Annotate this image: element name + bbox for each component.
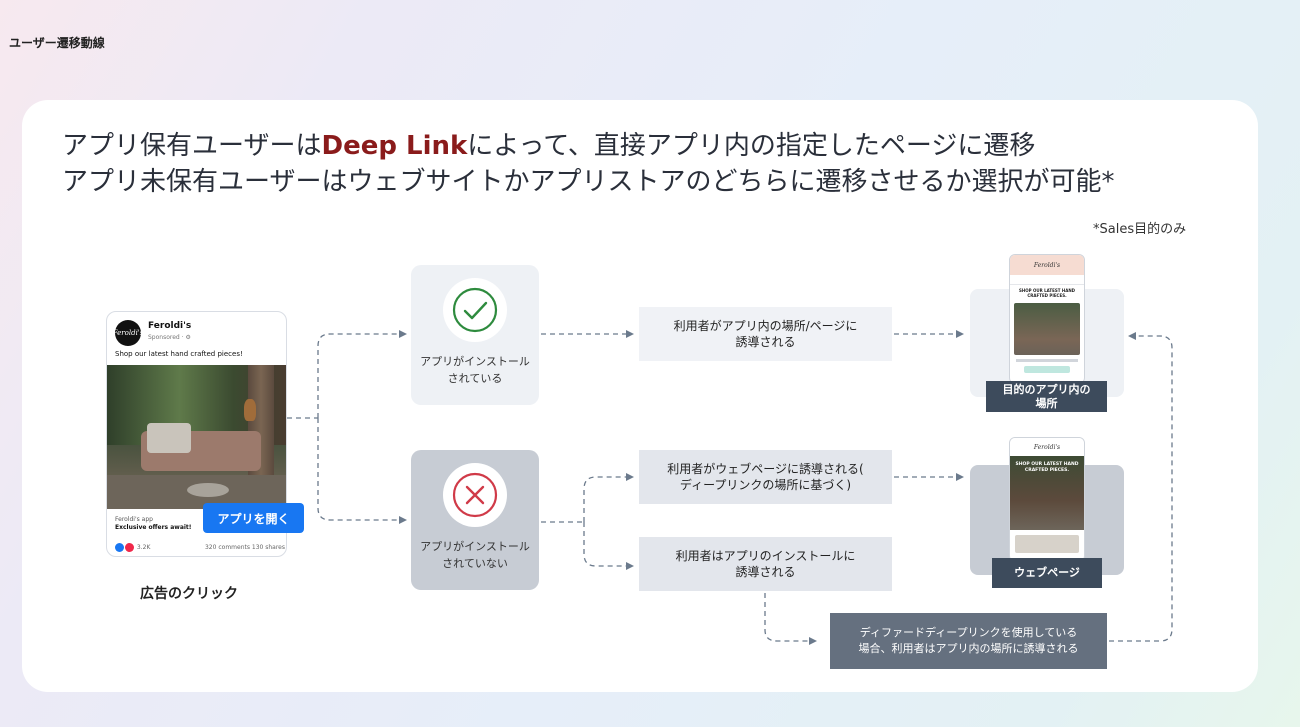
ad-caption: Shop our latest hand crafted pieces! <box>115 350 243 358</box>
page-label: ユーザー遷移動線 <box>9 36 105 50</box>
web-screen-mockup: Feroldi's SHOP OUR LATEST HAND CRAFTED P… <box>1009 437 1085 562</box>
facebook-ad-preview: Feroldi's Feroldi's Sponsored · ⚙ Shop o… <box>106 311 287 557</box>
connector-to-installed <box>317 330 407 418</box>
deep-link-accent: Deep Link <box>321 131 468 161</box>
connector-m4-to-app <box>1109 332 1173 642</box>
connector-m3-to-m4 <box>764 593 817 645</box>
photo-vase <box>244 399 256 421</box>
app-screen-mockup: Feroldi's SHOP OUR LATEST HAND CRAFTED P… <box>1009 254 1085 384</box>
app-not-installed-box: アプリがインストールされていない <box>411 450 539 590</box>
message-deferred-deeplink: ディファードディープリンクを使用している場合、利用者はアプリ内の場所に誘導される <box>830 613 1107 669</box>
installed-text: アプリがインストールされている <box>420 355 530 385</box>
open-app-button[interactable]: アプリを開く <box>203 503 304 533</box>
message-app-location: 利用者がアプリ内の場所/ページに誘導される <box>639 307 892 361</box>
app-screen-tabs <box>1010 275 1084 285</box>
heart-icon <box>125 543 134 552</box>
app-installed-box: アプリがインストールされている <box>411 265 539 405</box>
app-screen-brand: Feroldi's <box>1010 255 1084 275</box>
brand-avatar: Feroldi's <box>113 320 143 346</box>
web-screen-more <box>1015 535 1079 553</box>
message-app-install: 利用者はアプリのインストールに誘導される <box>639 537 892 591</box>
app-screen-shop-button <box>1024 366 1070 373</box>
web-screen-brand: Feroldi's <box>1010 438 1084 456</box>
app-destination-label: 目的のアプリ内の場所 <box>986 381 1107 412</box>
photo-throw <box>147 423 191 453</box>
message-webpage-text: 利用者がウェブページに誘導される(ディープリンクの場所に基づく) <box>667 462 864 492</box>
photo-stool <box>187 483 229 497</box>
message-app-install-text: 利用者はアプリのインストールに誘導される <box>675 549 856 579</box>
cross-icon <box>452 472 498 518</box>
ad-sponsored-label: Sponsored · ⚙ <box>148 334 191 341</box>
message-app-location-text: 利用者がアプリ内の場所/ページに誘導される <box>673 319 858 349</box>
ad-product-photo <box>107 365 286 509</box>
reactions: 3.2K <box>115 543 150 552</box>
web-destination-label: ウェブページ <box>992 558 1102 588</box>
ad-brand-name: Feroldi's <box>148 321 192 331</box>
footnote: *Sales目的のみ <box>1093 222 1187 237</box>
not-installed-badge <box>443 463 507 527</box>
ad-click-label: 広告のクリック <box>140 586 238 602</box>
headline-line-2: アプリ未保有ユーザーはウェブサイトかアプリストアのどちらに遷移させるか選択が可能… <box>62 167 1115 197</box>
ad-footer-offer: Exclusive offers await! <box>115 524 192 531</box>
ad-engagement-stats: 3.2K 320 comments 130 shares <box>115 543 285 552</box>
check-icon <box>452 287 498 333</box>
connector-to-m3 <box>583 522 634 570</box>
app-screen-image <box>1014 303 1080 355</box>
app-screen-banner: SHOP OUR LATEST HAND CRAFTED PIECES. <box>1019 288 1075 298</box>
app-screen-text-line <box>1016 359 1078 362</box>
headline: アプリ保有ユーザーはDeep Linkによって、直接アプリ内の指定したページに遷… <box>62 128 1114 200</box>
not-installed-text: アプリがインストールされていない <box>420 540 530 570</box>
installed-badge <box>443 278 507 342</box>
ad-footer-name: Feroldi's app <box>115 516 153 523</box>
web-screen-hero: SHOP OUR LATEST HAND CRAFTED PIECES. <box>1010 456 1084 530</box>
message-webpage: 利用者がウェブページに誘導される(ディープリンクの場所に基づく) <box>639 450 892 504</box>
message-deferred-deeplink-text: ディファードディープリンクを使用している場合、利用者はアプリ内の場所に誘導される <box>858 626 1079 655</box>
headline-line-1: アプリ保有ユーザーはDeep Linkによって、直接アプリ内の指定したページに遷… <box>62 131 1036 161</box>
comments-shares: 320 comments 130 shares <box>204 544 285 551</box>
connector-to-m2 <box>583 473 634 522</box>
like-icon <box>115 543 124 552</box>
connector-to-not-installed <box>317 418 407 524</box>
